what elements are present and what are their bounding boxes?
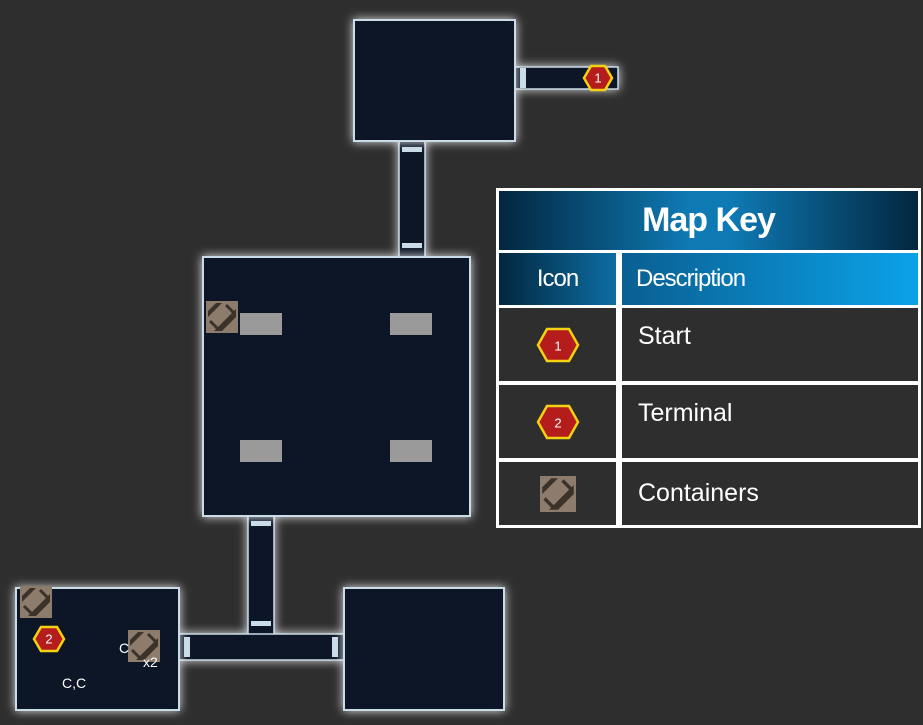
key-description-containers: Containers [622,462,918,525]
key-icon-cell [499,462,616,525]
container-letter-label: C [119,640,129,656]
rooms [15,19,516,711]
container-crate-icon[interactable] [204,299,240,335]
container-list-label: C,C [62,675,86,691]
key-terminal-number: 2 [554,415,561,430]
hexagon-red-icon [32,625,66,653]
room-north [353,19,516,142]
key-row-terminal: 2 Terminal [499,385,918,458]
key-header-icon: Icon [499,253,616,305]
map-key-title: Map Key [499,191,918,250]
hexagon-red-icon: 1 [536,327,579,362]
container-crate-icon [539,475,576,512]
terminal-marker-number: 2 [45,632,52,647]
key-row-containers: Containers [499,462,918,525]
central-room-fixtures [240,313,432,462]
key-start-number: 1 [554,338,561,353]
container-crate-icon[interactable] [18,584,54,620]
key-row-start: 1 Start [499,308,918,381]
key-description-terminal: Terminal [622,385,918,458]
terminal-marker[interactable]: 2 [32,625,66,653]
room-central [202,256,471,517]
container-count-label: x2 [143,654,158,670]
fixture [240,440,282,462]
start-marker[interactable]: 1 [582,64,614,92]
hexagon-red-icon [582,64,614,92]
door-markers [184,68,526,657]
key-description-start: Start [622,308,918,381]
hexagon-red-icon: 2 [536,404,579,439]
fixture [390,313,432,335]
corridor-central-south [247,514,275,638]
fixture [240,313,282,335]
corridor-bottom-horizontal [177,633,347,661]
key-icon-cell: 1 [499,308,616,381]
map-key-table: Map Key Icon Description 1 Start 2 Termi… [496,188,921,528]
fixture [390,440,432,462]
key-icon-cell: 2 [499,385,616,458]
corridor-north-south [398,139,426,259]
key-header-description: Description [622,253,918,305]
room-southeast [343,587,505,711]
start-marker-number: 1 [594,71,601,86]
